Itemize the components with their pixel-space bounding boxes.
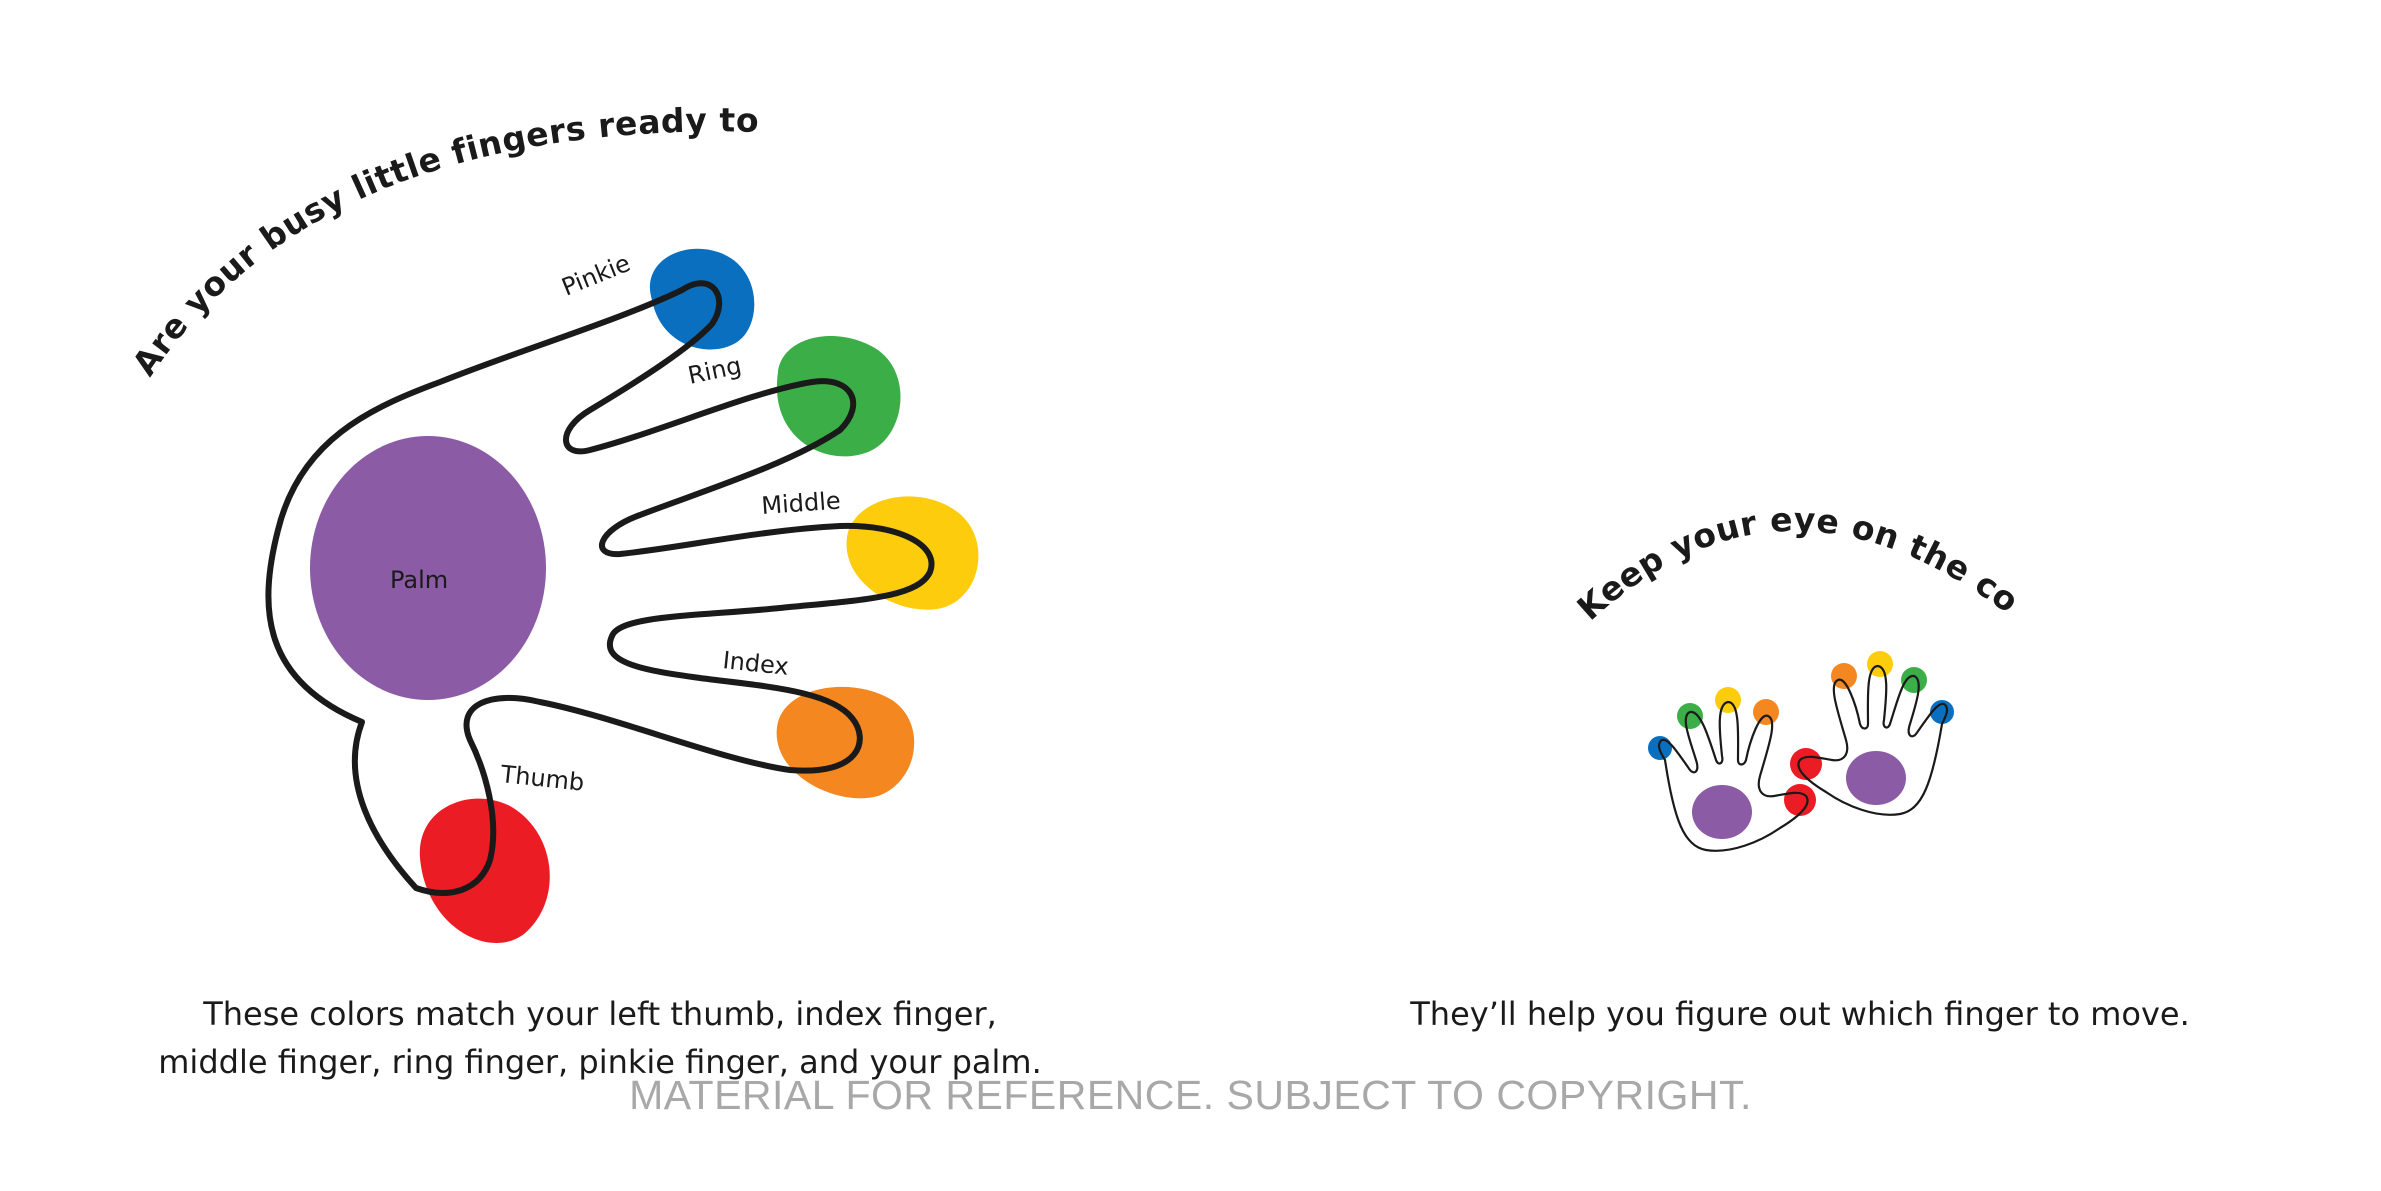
palm-spot xyxy=(310,436,546,700)
small-right-pinkie-spot xyxy=(1930,700,1954,724)
small-left-hand-outline xyxy=(1657,700,1809,852)
middle-spot xyxy=(846,496,979,610)
small-right-palm-spot xyxy=(1846,751,1906,805)
index-spot xyxy=(776,686,915,799)
ring-spot xyxy=(776,336,901,457)
small-left-ring-spot xyxy=(1677,703,1703,729)
pinkie-spot xyxy=(649,248,755,350)
small-right-hand-outline xyxy=(1797,664,1949,816)
index-label: Index xyxy=(721,646,790,681)
ring-label: Ring xyxy=(685,351,743,390)
small-right-index-spot xyxy=(1831,663,1857,689)
two-hands-illustration xyxy=(1648,651,1954,852)
left-caption: These colors match your left thumb, inde… xyxy=(100,990,1100,1086)
pinkie-label: Pinkie xyxy=(558,249,634,302)
left-hand-illustration: Pinkie Ring Middle Index Thumb Palm xyxy=(265,248,979,943)
palm-label: Palm xyxy=(390,566,448,594)
middle-label: Middle xyxy=(760,487,841,520)
hand-outline xyxy=(265,280,935,896)
small-right-ring-spot xyxy=(1901,667,1927,693)
left-caption-line-2: middle finger, ring finger, pinkie finge… xyxy=(158,1043,1042,1081)
right-heading: Keep your eye on the colors. xyxy=(0,0,2026,628)
small-right-thumb-spot xyxy=(1790,748,1822,780)
small-right-middle-spot xyxy=(1867,651,1893,677)
small-left-index-spot xyxy=(1753,699,1779,725)
thumb-label: Thumb xyxy=(498,760,585,797)
left-heading: Are your busy little fingers ready to pl… xyxy=(0,0,759,382)
left-caption-line-1: These colors match your left thumb, inde… xyxy=(203,995,997,1033)
copyright-watermark: MATERIAL FOR REFERENCE. SUBJECT TO COPYR… xyxy=(629,1072,1752,1118)
small-left-middle-spot xyxy=(1715,687,1741,713)
right-caption: They’ll help you figure out which finger… xyxy=(1410,995,2190,1033)
small-left-palm-spot xyxy=(1692,785,1752,839)
small-left-thumb-spot xyxy=(1784,784,1816,816)
